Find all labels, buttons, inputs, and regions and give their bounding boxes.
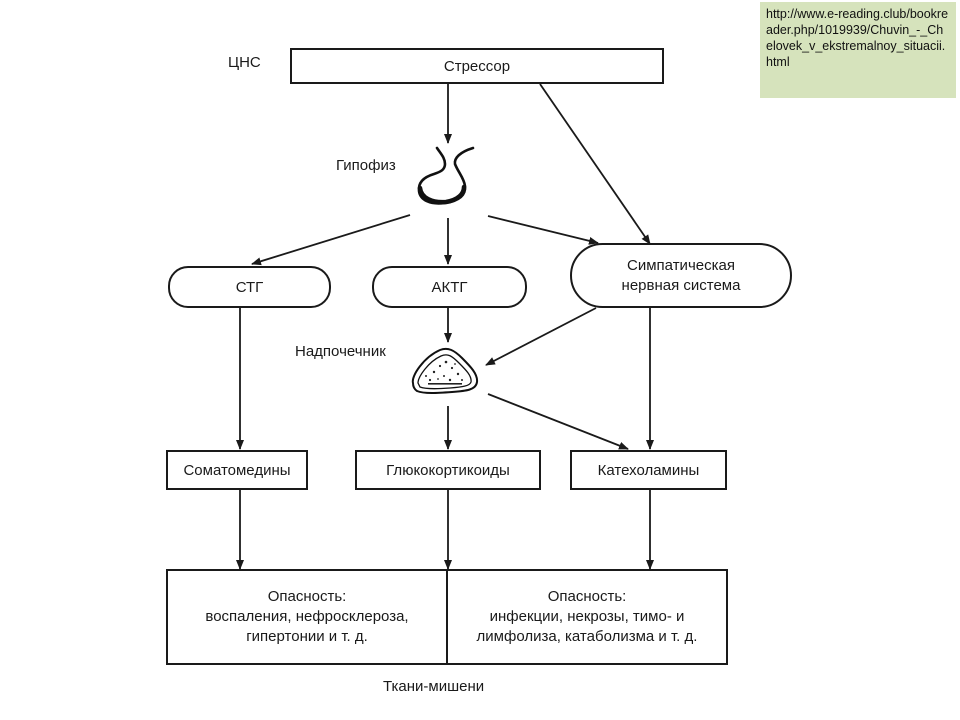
danger-cell-left: Опасность: воспаления, нефросклероза, ги… bbox=[168, 571, 446, 663]
pituitary-icon bbox=[417, 146, 475, 205]
danger-left-line1: воспаления, нефросклероза, bbox=[205, 608, 409, 625]
danger-left-title: Опасность: bbox=[267, 588, 347, 605]
somatomedins-label: Соматомедины bbox=[183, 461, 291, 479]
edge-pituitary-stg bbox=[251, 214, 411, 266]
danger-right-title: Опасность: bbox=[547, 588, 627, 605]
edge-stressor-sympathetic bbox=[539, 83, 651, 245]
actg-label: АКТГ bbox=[431, 278, 468, 296]
catecholamines-label: Катехоламины bbox=[597, 461, 700, 479]
sympathetic-nervous-system-node: Симпатическая нервная система bbox=[570, 243, 792, 308]
glucocorticoids-node: Глюкокортикоиды bbox=[355, 450, 541, 490]
sympathetic-label-line2: нервная система bbox=[621, 276, 741, 294]
actg-node: АКТГ bbox=[372, 266, 527, 308]
pituitary-label: Гипофиз bbox=[336, 157, 396, 174]
edge-adrenal-catecholamines bbox=[487, 393, 629, 450]
glucocorticoids-label: Глюкокортикоиды bbox=[386, 461, 510, 479]
adrenal-label: Надпочечник bbox=[295, 343, 386, 360]
stg-node: СТГ bbox=[168, 266, 331, 308]
danger-cell-right: Опасность: инфекции, некрозы, тимо- и ли… bbox=[446, 571, 726, 663]
danger-left-line2: гипертонии и т. д. bbox=[246, 628, 368, 645]
somatomedins-node: Соматомедины bbox=[166, 450, 308, 490]
source-url-note: http://www.e-reading.club/bookreader.php… bbox=[760, 2, 956, 98]
target-tissues-label: Ткани-мишени bbox=[383, 678, 485, 695]
cns-label: ЦНС bbox=[228, 54, 261, 71]
danger-right-line1: инфекции, некрозы, тимо- и bbox=[489, 608, 685, 625]
stg-label: СТГ bbox=[235, 278, 264, 296]
edge-pituitary-sympathetic bbox=[487, 215, 599, 245]
stressor-node: Стрессор bbox=[290, 48, 664, 84]
sympathetic-label-line1: Симпатическая bbox=[627, 256, 735, 274]
stressor-label: Стрессор bbox=[443, 57, 511, 75]
edge-sympathetic-adrenal bbox=[485, 307, 597, 366]
danger-right-line2: лимфолиза, катаболизма и т. д. bbox=[476, 628, 698, 645]
target-tissues-danger-table: Опасность: воспаления, нефросклероза, ги… bbox=[166, 569, 728, 665]
adrenal-gland-icon bbox=[411, 347, 479, 394]
catecholamines-node: Катехоламины bbox=[570, 450, 727, 490]
